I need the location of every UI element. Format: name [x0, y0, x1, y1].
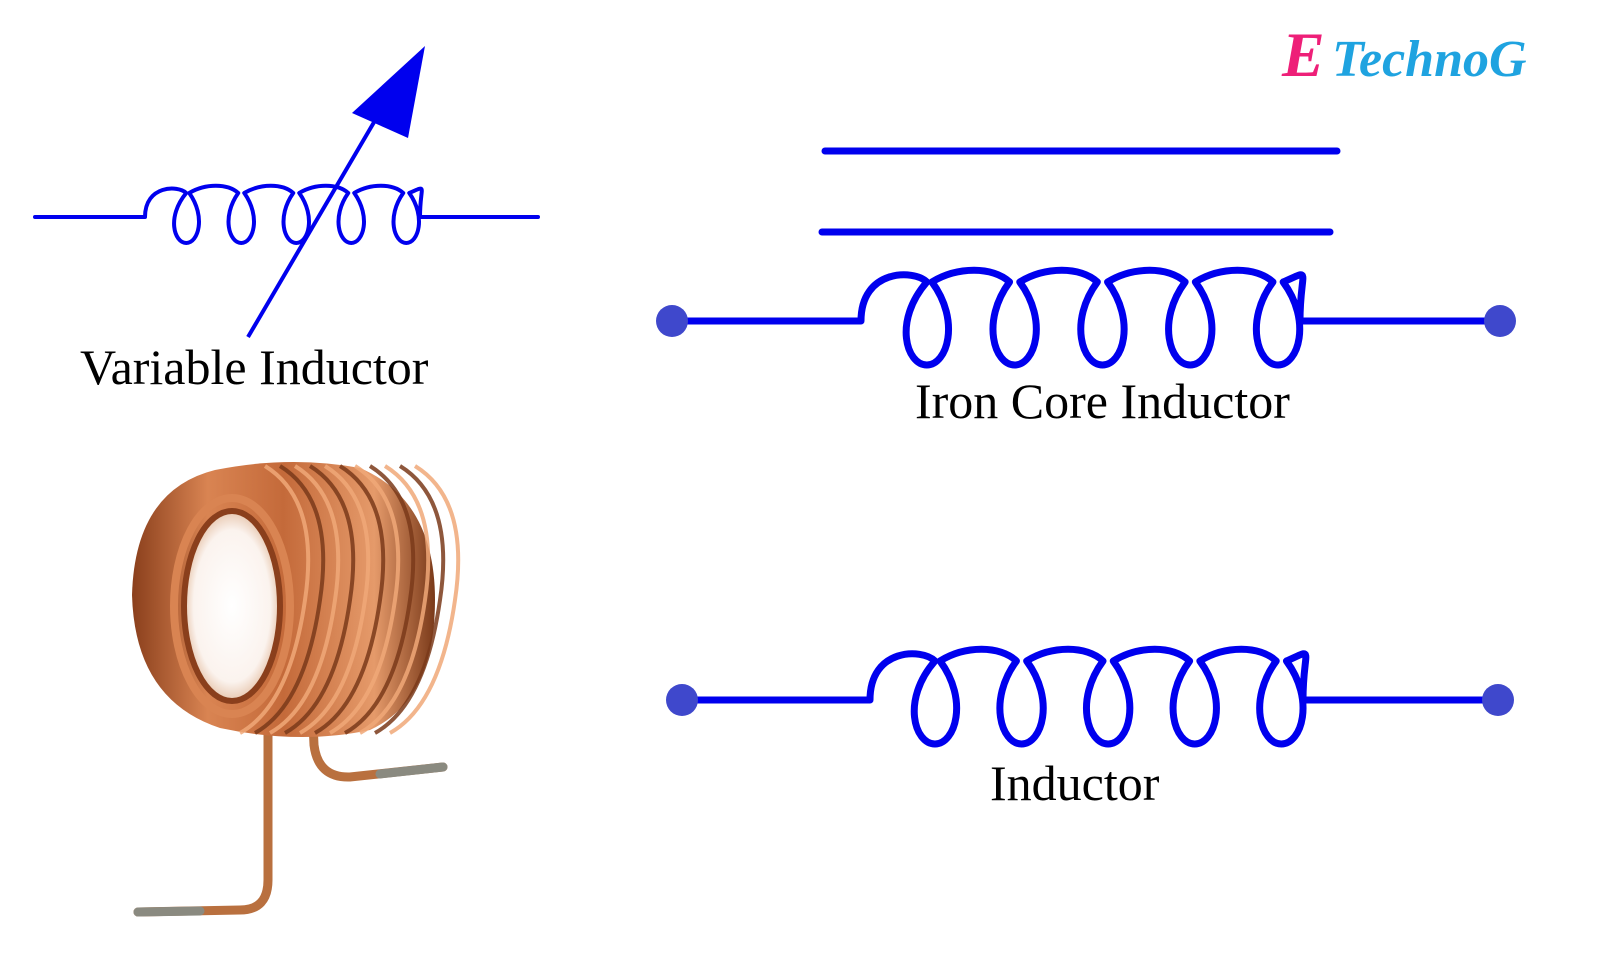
copper-coil-photo — [132, 461, 461, 917]
inductor-label: Inductor — [990, 755, 1160, 811]
coil-winding — [857, 266, 1307, 369]
coil-turn — [314, 464, 386, 735]
variable-inductor-label: Variable Inductor — [80, 339, 429, 395]
iron-core-inductor-label: Iron Core Inductor — [915, 373, 1290, 429]
adjust-arrowhead — [352, 46, 425, 138]
terminal-right — [1482, 684, 1514, 716]
etechnog-logo: E TechnoG — [1281, 19, 1527, 90]
coil-turn — [254, 464, 326, 735]
terminal-left — [656, 305, 688, 337]
coil-turn — [329, 464, 401, 735]
iron-core-inductor-symbol — [656, 147, 1516, 369]
coil-lead-right-tip — [375, 762, 448, 779]
logo-text: TechnoG — [1332, 31, 1527, 88]
coil-winding — [143, 183, 424, 245]
coil-opening — [181, 508, 283, 704]
coil-windings — [239, 464, 461, 735]
coil-lead-right — [301, 555, 448, 782]
coil-turn — [299, 464, 371, 735]
coil-winding — [866, 645, 1310, 748]
logo-initial: E — [1281, 19, 1325, 90]
adjust-arrow-shaft — [246, 110, 382, 339]
coil-turn — [389, 464, 461, 735]
coil-turn — [239, 464, 311, 735]
terminal-left — [666, 684, 698, 716]
variable-inductor-symbol — [33, 46, 540, 339]
inductor-symbol — [666, 645, 1514, 748]
terminal-right — [1484, 305, 1516, 337]
coil-lead-left-tip — [133, 906, 205, 917]
coil-turn — [344, 464, 416, 735]
coil-opening-rim — [170, 494, 294, 718]
coil-turn — [359, 464, 431, 735]
coil-turn — [269, 464, 341, 735]
coil-lead-left — [133, 725, 273, 917]
coil-turn — [374, 464, 446, 735]
coil-turn — [284, 464, 356, 735]
